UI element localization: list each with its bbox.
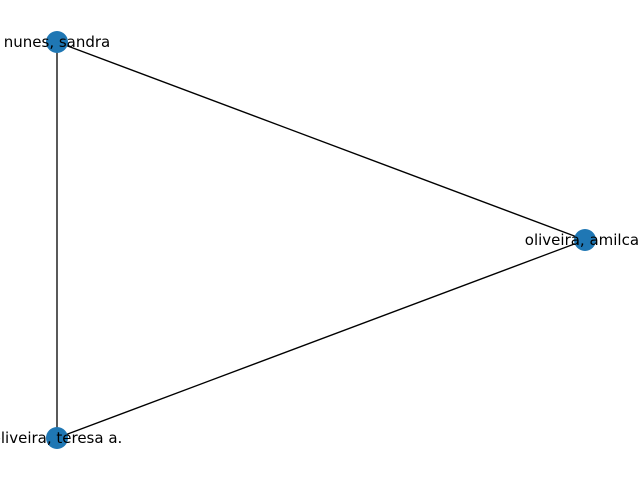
- edge-layer: [56, 41, 586, 439]
- edge-nunes-amilcar: [56, 41, 586, 241]
- edge-teresa-amilcar: [56, 239, 586, 439]
- node-layer: [46, 31, 596, 449]
- node-teresa: [46, 427, 68, 449]
- node-amilcar: [574, 229, 596, 251]
- label-layer: nunes, sandra oliveira, amilcar oliveira, …: [0, 33, 640, 447]
- node-nunes: [46, 31, 68, 53]
- node-label-nunes: nunes, sandra: [4, 33, 111, 51]
- node-label-teresa: oliveira, teresa a.: [0, 429, 122, 447]
- node-label-amilcar: oliveira, amilcar: [525, 231, 640, 249]
